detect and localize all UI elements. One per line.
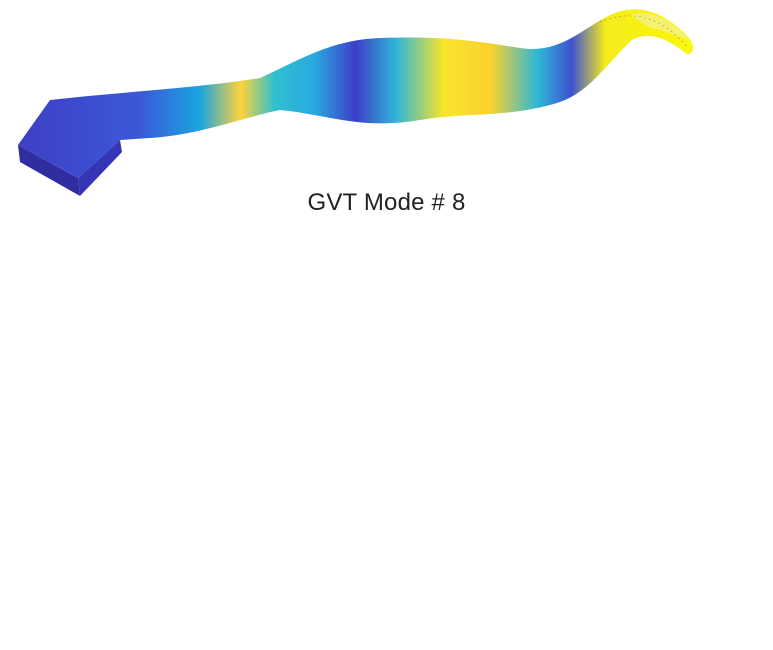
upper-tip-edge	[599, 15, 689, 49]
upper-wing-surface	[18, 9, 694, 178]
upper-tip-curl	[630, 13, 690, 40]
upper-root-front	[78, 140, 122, 196]
upper-root-side	[18, 145, 80, 196]
figure-title: GVT Mode # 8	[307, 189, 466, 216]
surface-view-upper	[18, 9, 694, 196]
